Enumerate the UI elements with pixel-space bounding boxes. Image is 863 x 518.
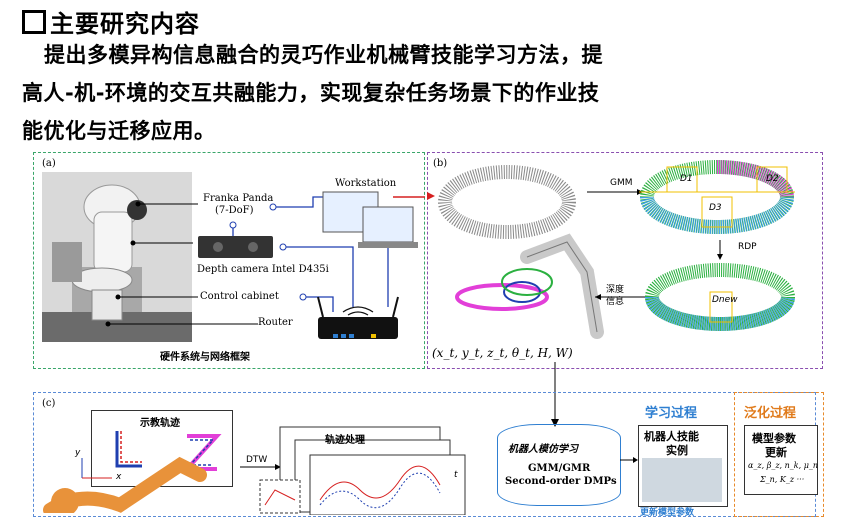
robot-photo (42, 172, 192, 342)
imitation-cylinder (497, 424, 621, 506)
paragraph-line-1: 提出多模异构信息融合的灵巧作业机械臂技能学习方法，提 (44, 43, 603, 67)
formula-line-2: Σ_n, K_z ··· (760, 475, 805, 484)
method-2-label: Second-order DMPs (505, 476, 617, 487)
formula-line-1: α_z, β_z, n_k, μ_n (748, 461, 819, 470)
t-axis-label: t (454, 470, 458, 480)
flow-arrow (551, 369, 559, 427)
panel-a-connections (105, 191, 425, 339)
cabinet-label: Control cabinet (200, 291, 279, 302)
camera-label: Depth camera Intel D435i (197, 264, 329, 275)
state-vector: (x_t, y_t, z_t, θ_t, H, W) (432, 346, 573, 360)
checkbox-square-icon (22, 10, 46, 34)
x-axis-label: x (116, 472, 122, 482)
learning-process-title: 学习过程 (645, 406, 698, 421)
paragraph-line-3: 能优化与迁移应用。 (22, 119, 216, 143)
d1-label: D1 (680, 174, 693, 184)
panel-b-learning (427, 152, 823, 369)
panel-b-tag: (b) (433, 158, 448, 169)
panel-a-hardware (33, 152, 425, 369)
robot-dof-label: (7-DoF) (215, 205, 254, 216)
model-params-box (744, 425, 818, 495)
summary-paragraph: 提出多模异构信息融合的灵巧作业机械臂技能学习方法，提 高人-机-环境的交互共融能… (22, 36, 822, 150)
dnew-label: Dnew (712, 295, 738, 305)
method-1-label: GMM/GMR (528, 463, 591, 474)
dtw-label: DTW (246, 455, 268, 465)
skill-photo (642, 458, 722, 502)
heading-text: 主要研究内容 (50, 10, 200, 38)
section-heading: 主要研究内容 (22, 4, 200, 39)
cylinder-to-skill-arrow (620, 457, 638, 463)
hardware-caption: 硬件系统与网络框架 (160, 352, 250, 363)
panel-b-figure (427, 160, 795, 369)
robot-arm-illustration (42, 184, 192, 342)
d3-label: D3 (709, 203, 722, 213)
generalization-title: 泛化过程 (744, 406, 797, 421)
d2-label: D2 (766, 174, 779, 184)
workstation-label: Workstation (335, 178, 397, 189)
params-label-2: 更新 (765, 446, 787, 459)
gmm-label: GMM (610, 178, 633, 188)
update-params-label: 更新模型参数 (640, 508, 695, 518)
trajectory-processing-stack (240, 426, 466, 515)
rdp-label: RDP (738, 242, 757, 252)
skill-label-1: 机器人技能 (644, 430, 699, 443)
panel-c-tag: (c) (42, 398, 56, 409)
paragraph-line-2: 高人-机-环境的交互共融能力，实现复杂任务场景下的作业技 (22, 81, 600, 105)
y-axis-label: y (75, 448, 81, 458)
human-arm-illustration (43, 456, 207, 513)
router-label: Router (258, 317, 293, 328)
params-label-1: 模型参数 (752, 432, 796, 445)
skill-label-2: 实例 (666, 444, 688, 457)
imitation-label: 机器人模仿学习 (508, 444, 578, 455)
panel-a-tag: (a) (42, 158, 56, 169)
robot-label: Franka Panda (203, 193, 274, 204)
depth-label-1: 深度 (606, 285, 625, 295)
depth-label-2: 信息 (606, 297, 625, 307)
traj-process-label: 轨迹处理 (325, 435, 365, 446)
demo-trajectory-label: 示教轨迹 (140, 418, 180, 429)
